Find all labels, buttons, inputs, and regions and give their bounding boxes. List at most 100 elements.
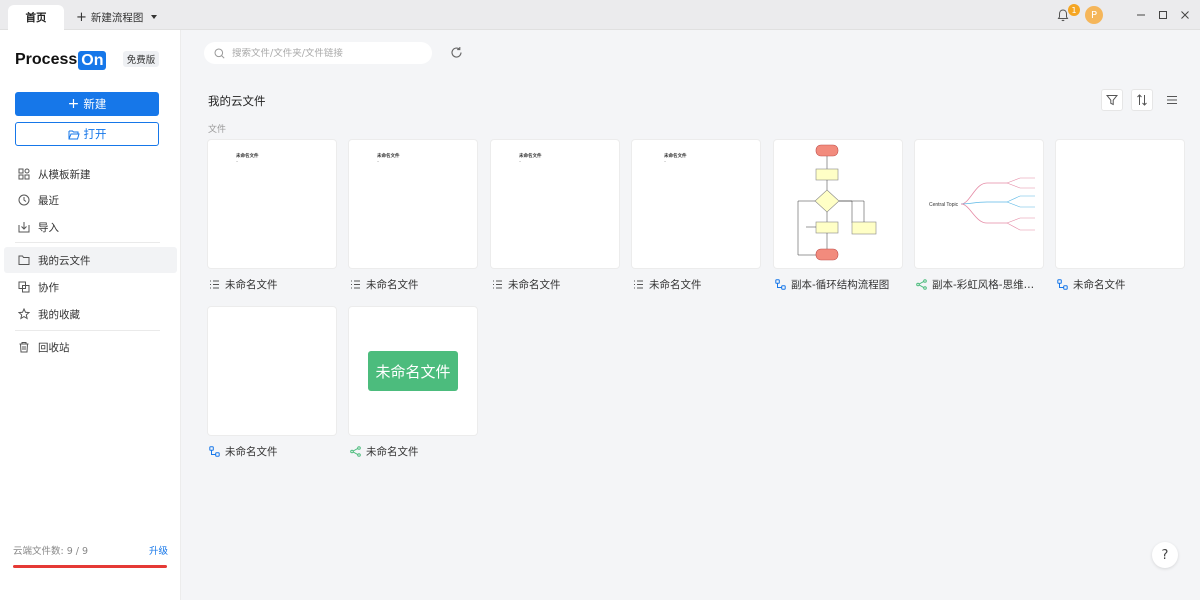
- sidebar-item-my-cloud[interactable]: 我的云文件: [4, 247, 177, 273]
- open-button[interactable]: 打开: [15, 122, 159, 146]
- tab-home[interactable]: 首页: [8, 5, 64, 30]
- section-title: 我的云文件: [208, 94, 266, 108]
- file-name-8[interactable]: 未命名文件: [209, 444, 337, 458]
- file-card-4[interactable]: 未命名文件 •: [632, 140, 760, 268]
- file-name-7[interactable]: 未命名文件: [1057, 277, 1185, 291]
- notification-badge: 1: [1068, 4, 1080, 16]
- folder-icon: [18, 255, 30, 265]
- file-card-5[interactable]: [774, 140, 902, 268]
- sort-button[interactable]: [1131, 89, 1153, 111]
- preview-title: 未命名文件: [664, 154, 687, 159]
- filter-button[interactable]: [1101, 89, 1123, 111]
- sidebar-item-template[interactable]: 从模板新建: [4, 161, 177, 187]
- list-view-icon: [1167, 96, 1177, 104]
- flowchart-preview: [797, 144, 877, 261]
- preview-green-block: 未命名文件: [368, 351, 458, 391]
- flowchart-icon: [775, 278, 786, 290]
- sidebar-item-label: 协作: [38, 281, 59, 294]
- sidebar-divider: [15, 330, 160, 331]
- plan-badge: 免费版: [123, 51, 159, 67]
- filter-icon: [1106, 95, 1118, 106]
- file-card-2[interactable]: 未命名文件 •: [349, 140, 477, 268]
- file-card-6[interactable]: Central Topic: [915, 140, 1043, 268]
- search-icon: [214, 48, 225, 59]
- sidebar-item-collaborate[interactable]: 协作: [4, 274, 177, 300]
- clock-icon: [18, 194, 30, 206]
- file-name-text: 未命名文件: [649, 278, 702, 291]
- sidebar-item-label: 最近: [38, 194, 59, 207]
- file-name-4[interactable]: 未命名文件: [633, 277, 761, 291]
- maximize-icon[interactable]: [1156, 8, 1170, 22]
- sidebar-item-trash[interactable]: 回收站: [4, 334, 177, 360]
- sort-icon: [1137, 94, 1147, 106]
- file-card-3[interactable]: 未命名文件 •: [491, 140, 619, 268]
- mindmap-icon: [916, 278, 927, 290]
- sidebar-item-favorites[interactable]: 我的收藏: [4, 301, 177, 327]
- sidebar-item-import[interactable]: 导入: [4, 214, 177, 240]
- search-input[interactable]: [232, 47, 422, 59]
- sidebar-item-label: 我的云文件: [38, 254, 91, 267]
- minimize-icon[interactable]: [1134, 8, 1148, 22]
- file-name-3[interactable]: 未命名文件: [492, 277, 620, 291]
- sidebar-item-recent[interactable]: 最近: [4, 187, 177, 213]
- flowchart-icon: [209, 445, 220, 457]
- file-name-2[interactable]: 未命名文件: [350, 277, 478, 291]
- list-view-button[interactable]: [1161, 89, 1183, 111]
- caret-down-icon: [151, 15, 158, 19]
- open-button-label: 打开: [83, 127, 107, 141]
- plus-icon: +: [76, 9, 87, 25]
- tab-new-flowchart[interactable]: + 新建流程图: [76, 8, 158, 26]
- plus-icon: +: [67, 96, 80, 112]
- preview-center-topic: Central Topic: [929, 202, 959, 208]
- outline-icon: [634, 280, 643, 288]
- outline-icon: [351, 280, 360, 288]
- help-button[interactable]: ?: [1152, 542, 1178, 568]
- trash-icon: [19, 342, 29, 353]
- flowchart-icon: [1057, 278, 1068, 290]
- file-card-8[interactable]: [208, 307, 336, 435]
- upgrade-link[interactable]: 升级: [149, 546, 169, 557]
- files-subtitle: 文件: [208, 125, 227, 135]
- logo-text: Process: [15, 51, 78, 68]
- file-name-text: 副本-彩虹风格-思维导...: [932, 278, 1041, 291]
- title-bar: 首页 + 新建流程图 1 P: [0, 0, 1200, 30]
- preview-bullet: •: [519, 160, 522, 164]
- close-icon[interactable]: [1178, 8, 1192, 22]
- file-name-5[interactable]: 副本-循环结构流程图: [775, 277, 903, 291]
- sidebar-item-label: 我的收藏: [38, 308, 80, 321]
- file-name-text: 未命名文件: [366, 278, 419, 291]
- template-icon: [18, 168, 30, 180]
- bell-icon[interactable]: [1057, 9, 1069, 22]
- file-name-text: 未命名文件: [366, 445, 419, 458]
- mindmap-preview: Central Topic: [929, 177, 1035, 231]
- mindmap-icon: [350, 445, 361, 457]
- search-box: [204, 42, 432, 64]
- file-name-text: 副本-循环结构流程图: [791, 278, 890, 291]
- file-name-text: 未命名文件: [1073, 278, 1126, 291]
- file-card-9[interactable]: 未命名文件: [349, 307, 477, 435]
- file-name-1[interactable]: 未命名文件: [209, 277, 337, 291]
- file-card-1[interactable]: 未命名文件 •: [208, 140, 336, 268]
- storage-count: 云端文件数: 9 / 9: [13, 546, 89, 557]
- outline-icon: [210, 280, 219, 288]
- refresh-icon[interactable]: [450, 46, 463, 59]
- file-card-7[interactable]: [1056, 140, 1184, 268]
- logo-on: On: [78, 50, 107, 70]
- file-name-text: 未命名文件: [225, 445, 278, 458]
- avatar[interactable]: P: [1085, 6, 1103, 24]
- new-button[interactable]: + 新建: [15, 92, 159, 116]
- star-icon: [18, 308, 30, 320]
- tab-new-label: 新建流程图: [90, 11, 144, 24]
- preview-bullet: •: [377, 160, 380, 164]
- preview-title: 未命名文件: [377, 154, 400, 159]
- file-name-6[interactable]: 副本-彩虹风格-思维导...: [916, 277, 1041, 291]
- import-icon: [18, 222, 30, 233]
- outline-icon: [493, 280, 502, 288]
- preview-title: 未命名文件: [236, 154, 259, 159]
- file-name-9[interactable]: 未命名文件: [350, 444, 478, 458]
- folder-open-icon: [68, 130, 80, 139]
- storage-progress-bar: [13, 565, 167, 568]
- preview-bullet: •: [236, 160, 239, 164]
